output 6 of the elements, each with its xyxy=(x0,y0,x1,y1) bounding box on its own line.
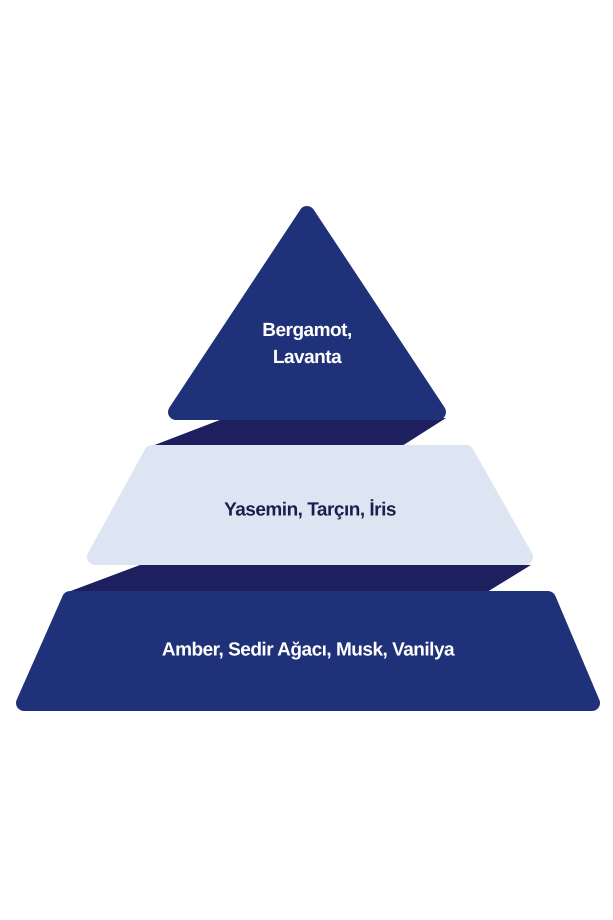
tier-label: Yasemin, Tarçın, İris xyxy=(224,498,396,522)
tier-label: Bergamot, Lavanta xyxy=(261,319,353,370)
tier-label: Amber, Sedir Ağacı, Musk, Vanilya xyxy=(162,638,454,662)
pyramid-tier xyxy=(87,445,533,565)
pyramid-apex xyxy=(168,206,446,420)
pyramid-base xyxy=(16,591,600,711)
